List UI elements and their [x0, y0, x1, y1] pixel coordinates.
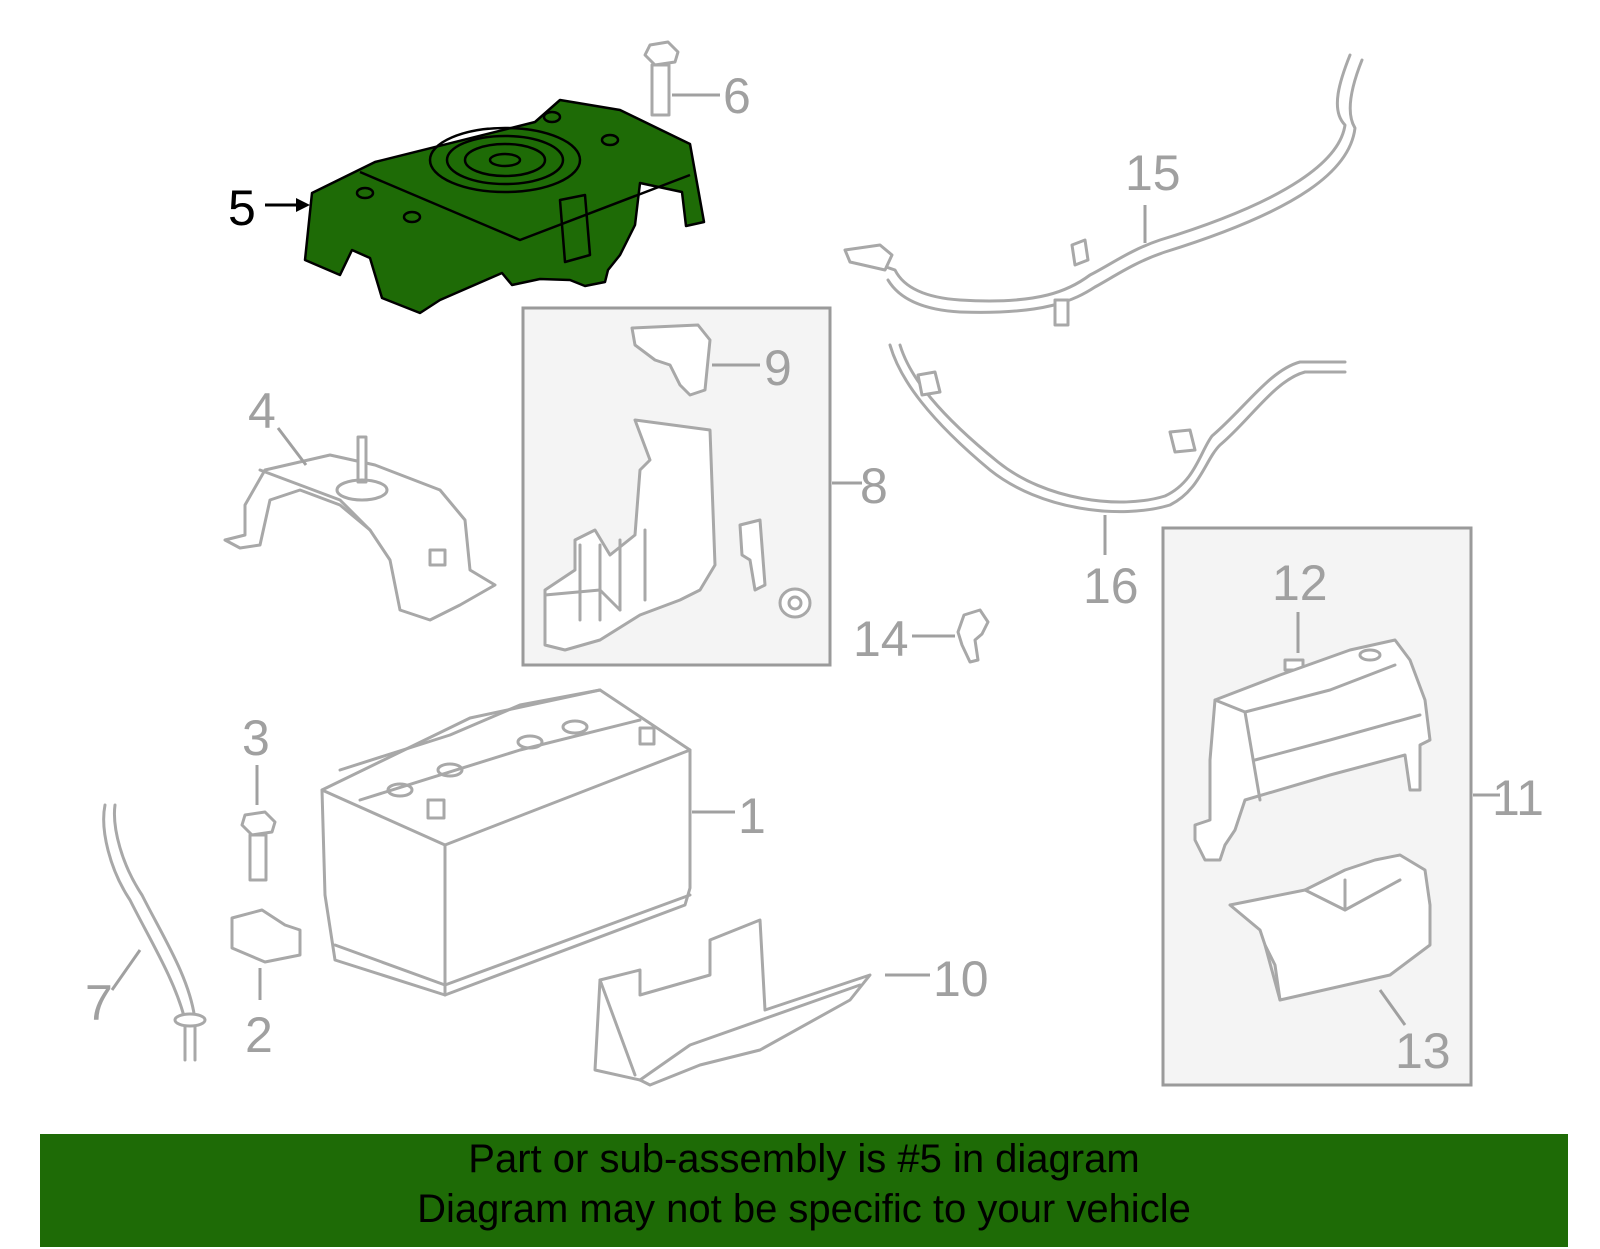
part-10-tray[interactable]: [593, 918, 872, 1087]
part-2-holddown[interactable]: [230, 908, 302, 964]
part-5-cover[interactable]: [303, 98, 706, 315]
callout-2: 2: [245, 1007, 273, 1063]
part-16-cable[interactable]: [888, 343, 1347, 514]
callout-6: 6: [723, 68, 751, 124]
callout-13: 13: [1395, 1023, 1451, 1079]
callout-15: 15: [1125, 145, 1181, 201]
part-4-bracket[interactable]: [223, 435, 497, 622]
callout-12: 12: [1272, 555, 1328, 611]
callout-9: 9: [764, 340, 792, 396]
part-15-cable[interactable]: [843, 53, 1364, 327]
part-9-terminal-cover[interactable]: [630, 323, 712, 397]
part-14-clip[interactable]: [956, 608, 990, 664]
part-7-vent-tube[interactable]: [102, 803, 207, 1062]
callout-7: 7: [85, 975, 113, 1031]
info-banner: Part or sub-assembly is #5 in diagram Di…: [40, 1134, 1568, 1247]
callout-1: 1: [738, 788, 766, 844]
part-3-bolt[interactable]: [240, 810, 277, 882]
part-8-fuse-block[interactable]: [543, 418, 812, 652]
callout-16: 16: [1083, 558, 1139, 614]
callout-3: 3: [242, 710, 270, 766]
part-6-bolt[interactable]: [643, 40, 680, 117]
callout-5: 5: [228, 180, 256, 236]
callout-10: 10: [933, 951, 989, 1007]
part-13-inner-cover[interactable]: [1228, 853, 1432, 1002]
callout-4: 4: [248, 383, 276, 439]
callout-11: 11: [1492, 770, 1544, 826]
callout-14: 14: [853, 611, 909, 667]
part-1-battery[interactable]: [320, 688, 692, 997]
banner-line-2: Diagram may not be specific to your vehi…: [417, 1187, 1191, 1231]
banner-line-1: Part or sub-assembly is #5 in diagram: [468, 1137, 1140, 1181]
part-11-cover-assembly[interactable]: [1193, 638, 1432, 862]
callout-8: 8: [860, 458, 888, 514]
